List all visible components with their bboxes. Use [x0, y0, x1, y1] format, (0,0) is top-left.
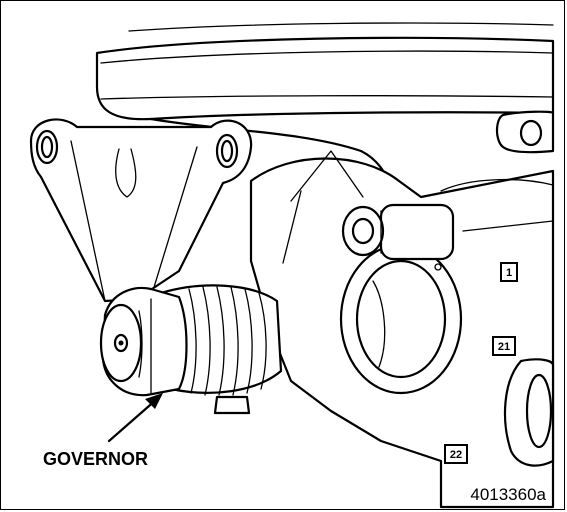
reference-tag-22: 22: [444, 444, 468, 464]
upper-housing: [95, 22, 555, 199]
right-fittings: [495, 110, 555, 467]
reference-tag-21-text: 21: [498, 341, 510, 353]
plug-fitting: [341, 203, 455, 271]
governor-arrow: [107, 393, 163, 443]
governor-assembly: [99, 284, 283, 415]
mounting-bracket: [29, 118, 253, 303]
reference-tag-22-text: 22: [450, 449, 462, 461]
reference-tag-1-text: 1: [506, 267, 512, 279]
round-port: [339, 243, 463, 395]
reference-tag-21: 21: [492, 336, 516, 356]
governor-label: GOVERNOR: [43, 449, 148, 469]
reference-tag-1: 1: [500, 262, 518, 282]
figure-number: 4013360a: [470, 485, 546, 504]
